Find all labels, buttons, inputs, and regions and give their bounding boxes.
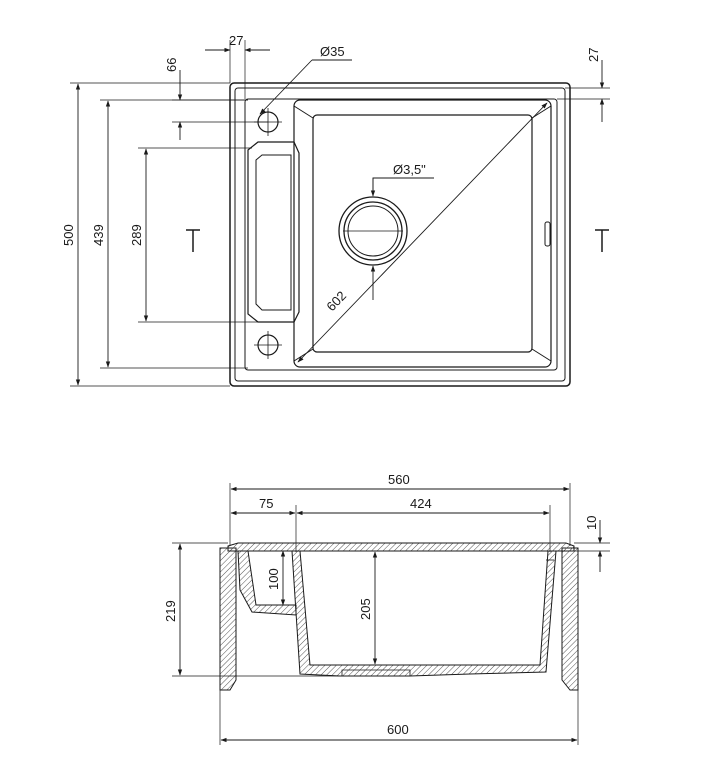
top-width-label: 560	[388, 472, 410, 487]
overall-height-label: 500	[61, 224, 76, 246]
bowl-width-label: 424	[410, 496, 432, 511]
sink-rim	[234, 87, 566, 382]
cabinet-wall-right	[561, 547, 579, 691]
inner-rim	[244, 98, 558, 371]
tap-hole-diameter-label: Ø35	[320, 44, 345, 59]
drainer-width-label: 75	[259, 496, 273, 511]
top-view: 602 Ø3,5" Ø35 27 66 27 500	[61, 33, 610, 387]
section-marker-left	[186, 229, 200, 252]
cabinet-width-label: 600	[387, 722, 409, 737]
tap-hole-bottom	[254, 331, 282, 359]
hole-offset-label: 66	[164, 58, 179, 72]
overall-depth-label: 219	[163, 600, 178, 622]
sink-rim-section	[227, 542, 575, 552]
diagonal-dimension-line	[297, 102, 548, 363]
drainer-depth-label: 100	[266, 568, 281, 590]
drainer-height-label: 289	[129, 224, 144, 246]
diagonal-dimension: 602	[323, 288, 349, 314]
bowl-outline	[293, 99, 552, 368]
bowl-section	[291, 550, 557, 677]
waste-outlet	[338, 196, 408, 266]
bowl-inner	[312, 114, 533, 353]
waste-diameter-label: Ø3,5"	[393, 162, 426, 177]
section-marker-right	[595, 229, 609, 252]
outer-height-label: 439	[91, 224, 106, 246]
rim-width-top-label: 27	[229, 33, 243, 48]
overflow-slot	[544, 221, 551, 247]
section-view: 560 75 424 10 100 219 205	[163, 472, 610, 745]
cabinet-wall-left	[219, 547, 237, 691]
sink-outline	[229, 82, 571, 387]
rim-thickness-label: 10	[584, 516, 599, 530]
bowl-depth-label: 205	[358, 598, 373, 620]
rim-width-right-label: 27	[586, 48, 601, 62]
